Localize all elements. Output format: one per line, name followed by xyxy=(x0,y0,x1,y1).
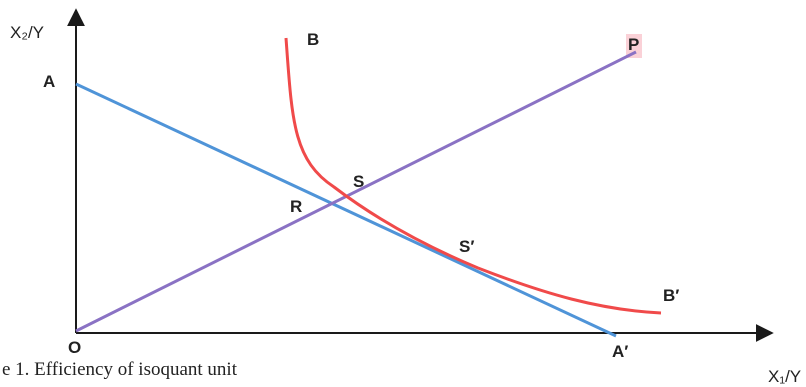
label-r: R xyxy=(290,197,302,216)
p-highlight xyxy=(626,34,642,58)
x-axis-title: X₁/Y xyxy=(768,367,801,386)
isocost-line-aa xyxy=(75,82,617,338)
label-p: P xyxy=(628,35,639,54)
label-b-prime: B′ xyxy=(663,286,679,305)
label-b: B xyxy=(307,30,319,49)
label-s: S xyxy=(353,172,364,191)
label-origin: O xyxy=(68,338,81,357)
y-axis-title: X₂/Y xyxy=(10,23,44,42)
figure-caption: e 1. Efficiency of isoquant unit xyxy=(2,359,238,380)
label-s-prime: S′ xyxy=(459,237,474,256)
isoquant-curve-bb xyxy=(284,37,662,315)
label-a: A xyxy=(43,72,55,91)
label-a-prime: A′ xyxy=(612,342,628,361)
ray-op xyxy=(75,50,637,333)
